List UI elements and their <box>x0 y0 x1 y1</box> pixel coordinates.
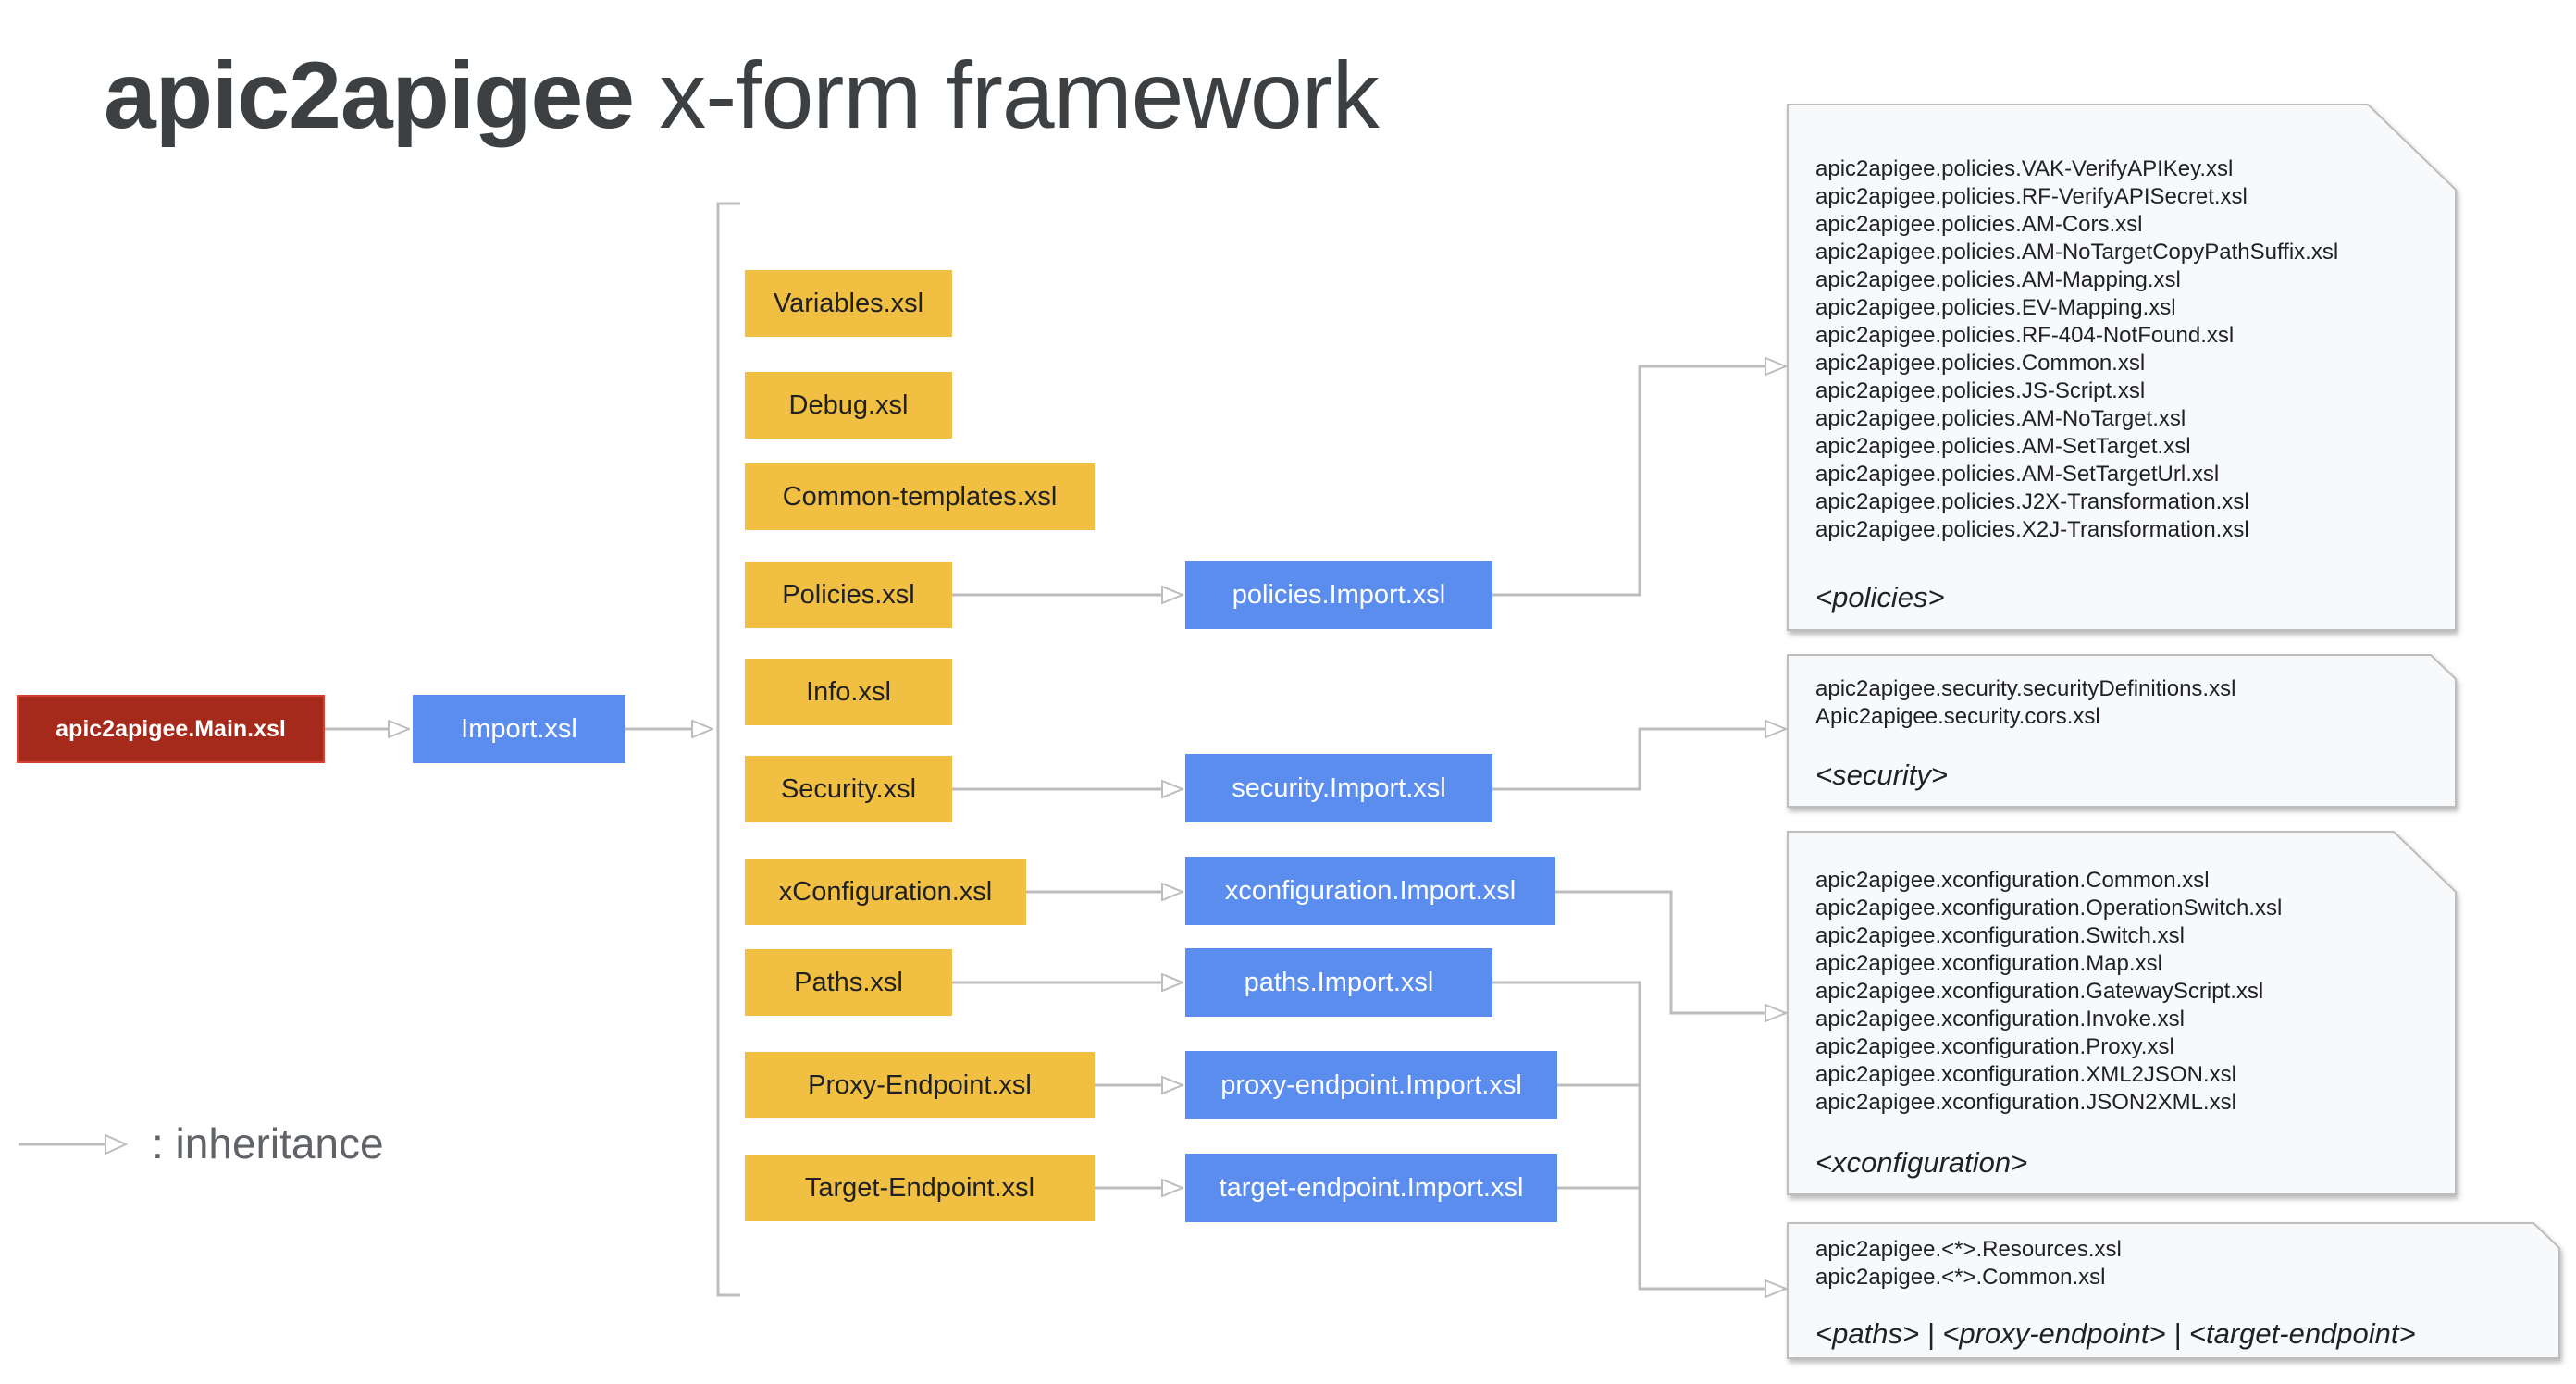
endpoints-doc-lines: apic2apigee.<*>.Resources.xsl apic2apige… <box>1815 1236 2122 1291</box>
security-doc-tag: <security> <box>1815 759 1949 791</box>
edge-security-import-to-doc <box>1492 729 1786 791</box>
endpoints-doc-tag: <paths> | <proxy-endpoint> | <target-end… <box>1815 1317 2416 1350</box>
endpoints-doc-line: apic2apigee.<*>.Resources.xsl <box>1815 1237 2122 1262</box>
xconfiguration-doc-line: apic2apigee.xconfiguration.OperationSwit… <box>1815 896 2283 921</box>
policies-doc-lines: apic2apigee.policies.VAK-VerifyAPIKey.xs… <box>1815 155 2338 544</box>
xconfiguration-doc-shape <box>1787 831 2457 1195</box>
include-common-templates-label: Common-templates.xsl <box>782 481 1058 512</box>
endpoints-doc-line: apic2apigee.<*>.Common.xsl <box>1815 1265 2106 1290</box>
import-xsl-box: Import.xsl <box>413 695 625 763</box>
endpoints-doc: apic2apigee.<*>.Resources.xsl apic2apige… <box>1787 1222 2560 1359</box>
include-target-endpoint-box: Target-Endpoint.xsl <box>745 1155 1095 1221</box>
include-paths-label: Paths.xsl <box>794 967 903 997</box>
include-xconfiguration-label: xConfiguration.xsl <box>778 876 993 907</box>
policies-doc-line: apic2apigee.policies.X2J-Transformation.… <box>1815 517 2249 542</box>
policies-doc-line: apic2apigee.policies.AM-SetTarget.xsl <box>1815 434 2191 459</box>
target-endpoint-import-label: target-endpoint.Import.xsl <box>1219 1172 1524 1203</box>
security-doc-lines: apic2apigee.security.securityDefinitions… <box>1815 675 2235 731</box>
inheritance-arrow-icon <box>19 1133 129 1155</box>
policies-doc-line: apic2apigee.policies.RF-VerifyAPISecret.… <box>1815 184 2248 209</box>
policies-doc-line: apic2apigee.policies.AM-NoTargetCopyPath… <box>1815 240 2339 265</box>
include-info-box: Info.xsl <box>745 659 952 725</box>
include-variables-box: Variables.xsl <box>745 270 952 337</box>
xconfiguration-import-label: xconfiguration.Import.xsl <box>1224 875 1517 906</box>
main-xsl-label: apic2apigee.Main.xsl <box>56 715 286 742</box>
title-rest: x-form framework <box>633 43 1379 148</box>
include-policies-box: Policies.xsl <box>745 562 952 628</box>
main-xsl-box: apic2apigee.Main.xsl <box>17 695 325 763</box>
include-target-endpoint-label: Target-Endpoint.xsl <box>804 1172 1035 1203</box>
proxy-endpoint-import-label: proxy-endpoint.Import.xsl <box>1220 1069 1522 1100</box>
policies-doc-line: apic2apigee.policies.RF-404-NotFound.xsl <box>1815 323 2235 348</box>
paths-import-label: paths.Import.xsl <box>1244 967 1434 997</box>
policies-import-box: policies.Import.xsl <box>1185 561 1492 629</box>
policies-doc-line: apic2apigee.policies.AM-SetTargetUrl.xsl <box>1815 462 2220 487</box>
include-xconfiguration-box: xConfiguration.xsl <box>745 859 1026 925</box>
xconfiguration-doc-line: apic2apigee.xconfiguration.Invoke.xsl <box>1815 1007 2185 1032</box>
policies-doc-line: apic2apigee.policies.AM-NoTarget.xsl <box>1815 406 2186 431</box>
include-info-label: Info.xsl <box>806 676 891 707</box>
policies-doc-line: apic2apigee.policies.EV-Mapping.xsl <box>1815 295 2176 320</box>
edge-xconfiguration-import-to-doc <box>1554 890 1786 1013</box>
xconfiguration-doc: apic2apigee.xconfiguration.Common.xsl ap… <box>1787 831 2457 1195</box>
paths-import-box: paths.Import.xsl <box>1185 948 1492 1017</box>
xconfiguration-doc-line: apic2apigee.xconfiguration.JSON2XML.xsl <box>1815 1090 2236 1115</box>
xconfiguration-doc-line: apic2apigee.xconfiguration.Proxy.xsl <box>1815 1034 2174 1059</box>
security-doc: apic2apigee.security.securityDefinitions… <box>1787 654 2457 808</box>
import-xsl-label: Import.xsl <box>461 713 577 744</box>
xconfiguration-doc-line: apic2apigee.xconfiguration.Switch.xsl <box>1815 923 2185 948</box>
include-security-label: Security.xsl <box>780 773 917 804</box>
include-common-templates-box: Common-templates.xsl <box>745 463 1095 530</box>
policies-doc-line: apic2apigee.policies.Common.xsl <box>1815 351 2146 376</box>
policies-doc-line: apic2apigee.policies.VAK-VerifyAPIKey.xs… <box>1815 156 2234 181</box>
xconfiguration-doc-line: apic2apigee.xconfiguration.Map.xsl <box>1815 951 2162 976</box>
include-proxy-endpoint-box: Proxy-Endpoint.xsl <box>745 1052 1095 1118</box>
policies-doc-tag: <policies> <box>1815 581 1945 613</box>
include-debug-label: Debug.xsl <box>788 389 909 420</box>
include-variables-label: Variables.xsl <box>773 288 924 318</box>
edge-paths-import-to-doc <box>1492 981 1786 1289</box>
proxy-endpoint-import-box: proxy-endpoint.Import.xsl <box>1185 1051 1557 1119</box>
security-doc-line: Apic2apigee.security.cors.xsl <box>1815 704 2100 729</box>
policies-doc-shape <box>1787 104 2457 631</box>
legend: : inheritance <box>17 1115 405 1170</box>
include-security-box: Security.xsl <box>745 756 952 822</box>
policies-doc: apic2apigee.policies.VAK-VerifyAPIKey.xs… <box>1787 104 2457 631</box>
page-title: apic2apigee x-form framework <box>104 39 1380 152</box>
security-doc-line: apic2apigee.security.securityDefinitions… <box>1815 676 2236 701</box>
security-import-label: security.Import.xsl <box>1232 772 1446 803</box>
title-bold: apic2apigee <box>104 43 635 148</box>
include-debug-box: Debug.xsl <box>745 372 952 439</box>
includes-bracket <box>716 202 740 1297</box>
target-endpoint-import-box: target-endpoint.Import.xsl <box>1185 1154 1557 1222</box>
policies-doc-line: apic2apigee.policies.AM-Mapping.xsl <box>1815 267 2181 292</box>
endpoints-doc-shape <box>1787 1222 2560 1359</box>
policies-doc-line: apic2apigee.policies.J2X-Transformation.… <box>1815 489 2249 514</box>
xconfiguration-import-box: xconfiguration.Import.xsl <box>1185 857 1555 925</box>
edge-policies-import-to-doc <box>1492 366 1786 597</box>
policies-import-label: policies.Import.xsl <box>1232 579 1446 610</box>
include-paths-box: Paths.xsl <box>745 949 952 1016</box>
include-policies-label: Policies.xsl <box>782 579 915 610</box>
security-doc-shape <box>1787 654 2457 808</box>
policies-doc-line: apic2apigee.policies.AM-Cors.xsl <box>1815 212 2143 237</box>
policies-doc-line: apic2apigee.policies.JS-Script.xsl <box>1815 378 2146 403</box>
xconfiguration-doc-tag: <xconfiguration> <box>1815 1146 2028 1179</box>
legend-label: : inheritance <box>152 1119 384 1168</box>
include-proxy-endpoint-label: Proxy-Endpoint.xsl <box>808 1069 1032 1100</box>
xconfiguration-doc-line: apic2apigee.xconfiguration.Common.xsl <box>1815 868 2210 893</box>
xconfiguration-doc-line: apic2apigee.xconfiguration.GatewayScript… <box>1815 979 2264 1004</box>
security-import-box: security.Import.xsl <box>1185 754 1492 822</box>
xconfiguration-doc-lines: apic2apigee.xconfiguration.Common.xsl ap… <box>1815 867 2282 1117</box>
xconfiguration-doc-line: apic2apigee.xconfiguration.XML2JSON.xsl <box>1815 1062 2236 1087</box>
